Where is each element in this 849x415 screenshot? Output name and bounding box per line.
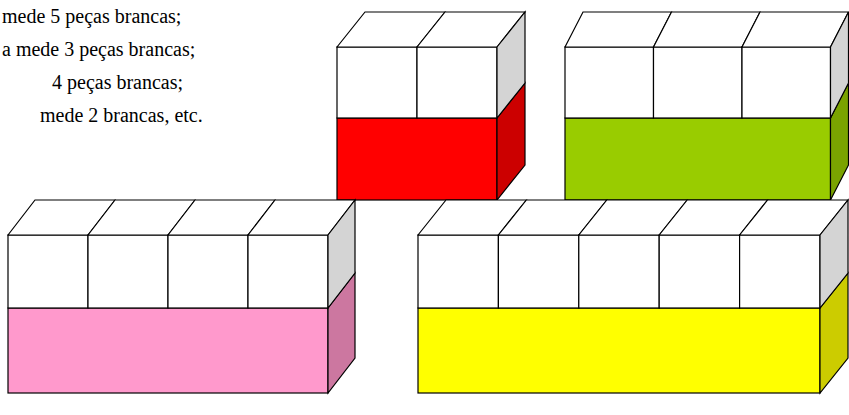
text-line: 4 peças brancas;: [52, 70, 183, 94]
cuisenaire-rod: [565, 12, 849, 200]
white-cube-front: [498, 235, 578, 308]
cuisenaire-rod: [418, 200, 848, 393]
white-cube-front: [8, 235, 88, 308]
white-cube-side: [831, 12, 849, 118]
text-line: mede 5 peças brancas;: [2, 4, 181, 28]
white-cube-front: [418, 235, 498, 308]
white-cube-front: [168, 235, 248, 308]
rod-front: [8, 308, 328, 393]
white-cube-side: [820, 200, 848, 308]
white-cube-side: [497, 12, 525, 118]
text-line: a mede 3 peças brancas;: [2, 37, 195, 61]
white-cube-front: [88, 235, 168, 308]
cuisenaire-rod: [8, 200, 355, 393]
white-cube-top: [742, 12, 849, 47]
rod-front: [418, 308, 820, 393]
white-cube-front: [579, 235, 659, 308]
white-cube-front: [654, 47, 743, 118]
white-cube-top: [565, 12, 672, 47]
white-cube-front: [337, 47, 417, 118]
white-cube-front: [565, 47, 654, 118]
white-cube-side: [328, 200, 355, 308]
white-cube-top: [654, 12, 761, 47]
text-line: mede 2 brancas, etc.: [40, 103, 203, 127]
cuisenaire-rod: [337, 12, 525, 200]
white-cube-front: [417, 47, 497, 118]
white-cube-front: [740, 235, 820, 308]
rod-front: [337, 118, 497, 200]
white-cube-front: [742, 47, 831, 118]
rod-front: [565, 118, 831, 200]
white-cube-front: [248, 235, 328, 308]
white-cube-front: [659, 235, 739, 308]
